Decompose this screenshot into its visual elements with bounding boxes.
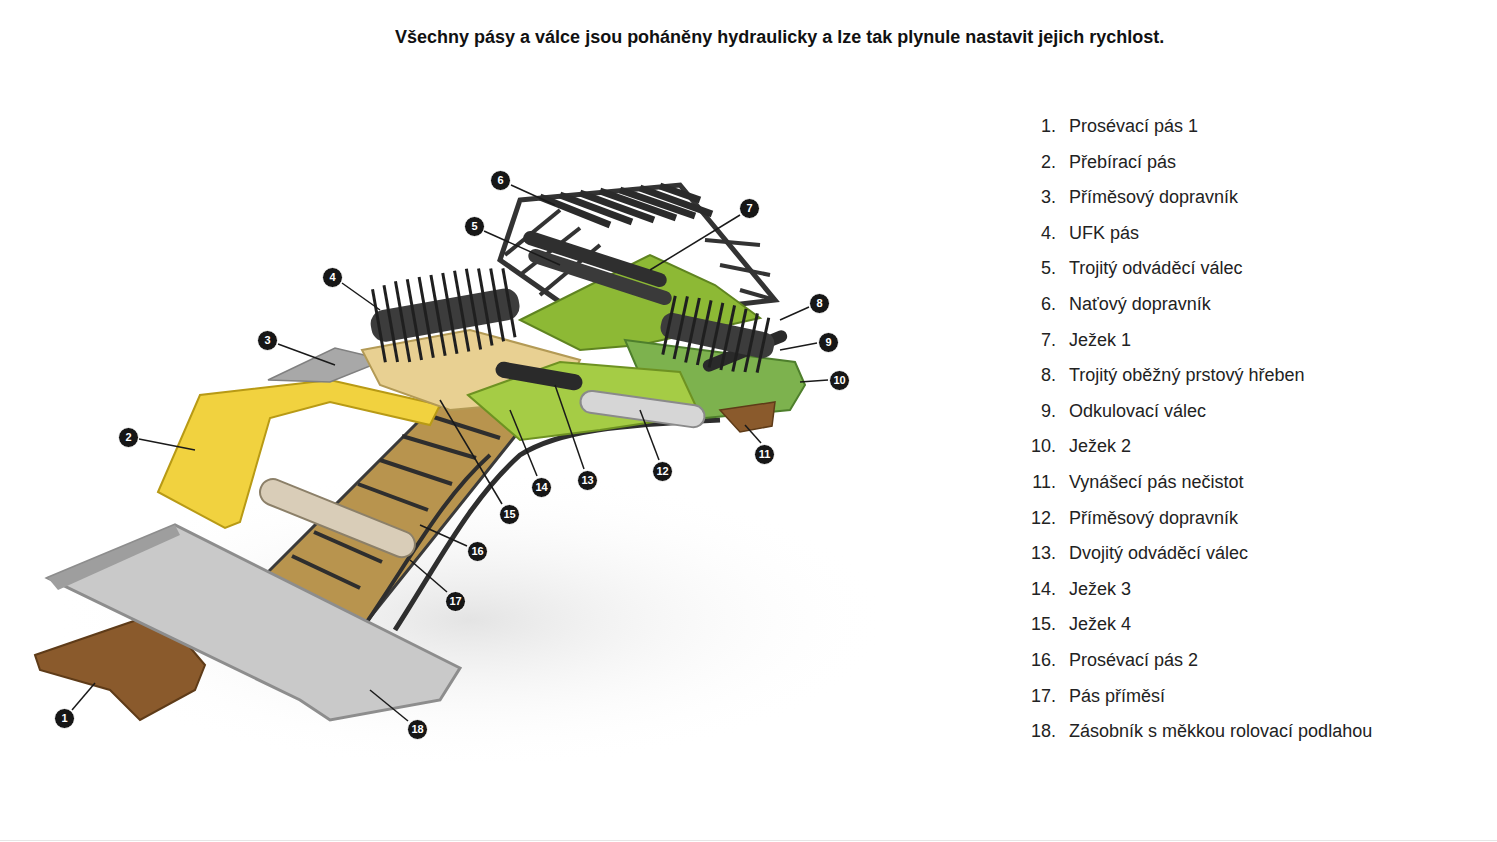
hopper-edge: [48, 525, 180, 590]
list-number: 10.: [1016, 436, 1056, 457]
callout-number: 18: [407, 719, 428, 740]
part-name: Příměsový dopravník: [1069, 187, 1238, 208]
list-number: 18.: [1016, 721, 1056, 742]
part-name: UFK pás: [1069, 223, 1139, 244]
part-name: Trojitý odváděcí válec: [1069, 258, 1242, 279]
callout-number: 15: [499, 504, 520, 525]
part-name: Vynášecí pás nečistot: [1069, 472, 1243, 493]
part-name: Ježek 4: [1069, 614, 1131, 635]
ufk-brush: [364, 261, 526, 368]
part-name: Ježek 2: [1069, 436, 1131, 457]
sieve-roller-2: [256, 475, 419, 561]
list-number: 4.: [1016, 223, 1056, 244]
callout-number: 13: [577, 470, 598, 491]
callout-number: 2: [118, 427, 139, 448]
callout-number: 12: [652, 461, 673, 482]
callout-number: 17: [445, 591, 466, 612]
callout-number: 16: [467, 541, 488, 562]
callout-number: 14: [531, 477, 552, 498]
list-number: 12.: [1016, 508, 1056, 529]
callout-number: 7: [739, 198, 760, 219]
part-name: Příměsový dopravník: [1069, 508, 1238, 529]
list-number: 6.: [1016, 294, 1056, 315]
part-name: Pás příměsí: [1069, 686, 1165, 707]
list-number: 15.: [1016, 614, 1056, 635]
list-number: 3.: [1016, 187, 1056, 208]
part-name: Přebírací pás: [1069, 152, 1176, 173]
callout-number: 10: [829, 370, 850, 391]
double-roller: [494, 360, 583, 391]
part-name: Trojitý oběžný prstový hřeben: [1069, 365, 1304, 386]
part-name: Dvojitý odváděcí válec: [1069, 543, 1248, 564]
callout-number: 9: [818, 332, 839, 353]
list-number: 2.: [1016, 152, 1056, 173]
picking-belt: [158, 380, 440, 528]
list-number: 14.: [1016, 579, 1056, 600]
list-number: 7.: [1016, 330, 1056, 351]
list-number: 9.: [1016, 401, 1056, 422]
list-number: 17.: [1016, 686, 1056, 707]
list-number: 13.: [1016, 543, 1056, 564]
list-number: 11.: [1016, 472, 1056, 493]
triple-roller-b: [527, 247, 674, 307]
part-name: Prosévací pás 1: [1069, 116, 1198, 137]
callout-number: 8: [809, 293, 830, 314]
list-number: 5.: [1016, 258, 1056, 279]
callout-number: 6: [490, 170, 511, 191]
callout-number: 11: [754, 444, 775, 465]
leader-lines: [72, 185, 828, 721]
part-name: Ježek 3: [1069, 579, 1131, 600]
list-number: 8.: [1016, 365, 1056, 386]
admixture-roller: [579, 389, 706, 428]
part-name: Ježek 1: [1069, 330, 1131, 351]
part-name: Zásobník s měkkou rolovací podlahou: [1069, 721, 1372, 742]
list-number: 16.: [1016, 650, 1056, 671]
diagram-title: Všechny pásy a válce jsou poháněny hydra…: [395, 27, 1164, 48]
bottom-rule: [0, 840, 1497, 841]
callout-number: 5: [464, 216, 485, 237]
part-name: Naťový dopravník: [1069, 294, 1211, 315]
part-name: Prosévací pás 2: [1069, 650, 1198, 671]
callout-number: 3: [257, 330, 278, 351]
finger-comb: [654, 291, 780, 379]
part-name: Odkulovací válec: [1069, 401, 1206, 422]
list-number: 1.: [1016, 116, 1056, 137]
callout-number: 4: [322, 267, 343, 288]
callout-number: 1: [54, 708, 75, 729]
